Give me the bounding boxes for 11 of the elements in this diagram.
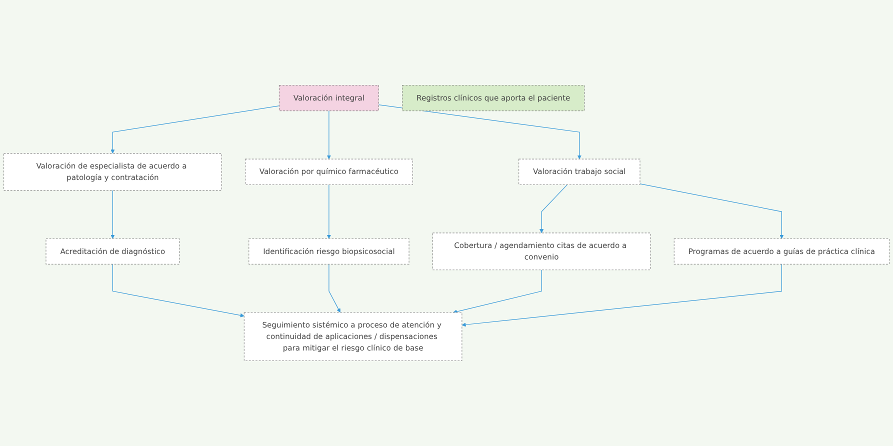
- arrow: [110, 190, 115, 239]
- arrow: [378, 104, 582, 160]
- arrow: [326, 184, 332, 239]
- arrow: [110, 106, 280, 154]
- arrow: [462, 264, 782, 327]
- arrow: [453, 270, 542, 314]
- arrow: [328, 264, 340, 313]
- arrow: [326, 110, 332, 160]
- arrow: [640, 183, 784, 239]
- arrow: [112, 264, 244, 318]
- arrow: [540, 184, 568, 234]
